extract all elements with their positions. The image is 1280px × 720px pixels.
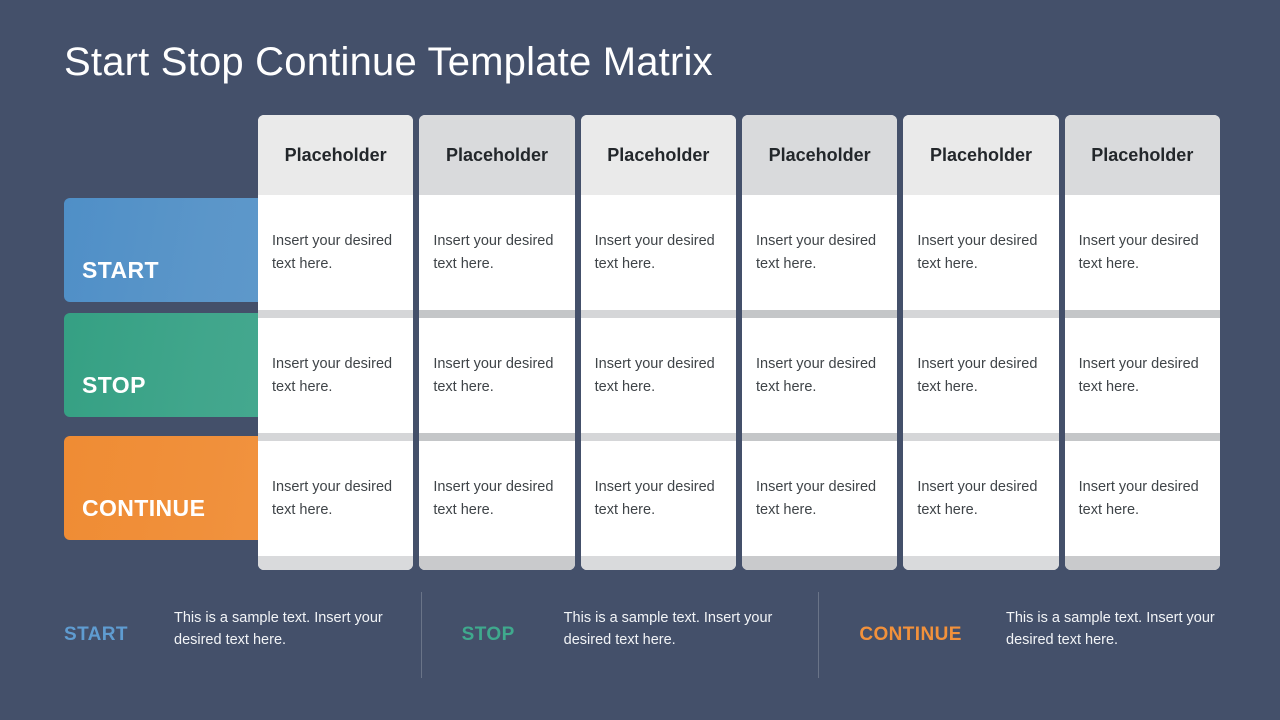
matrix-column: Placeholder Insert your desired text her… — [741, 115, 898, 570]
matrix-column: Placeholder Insert your desired text her… — [903, 115, 1059, 570]
matrix-cell[interactable]: Insert your desired text here. — [1064, 318, 1220, 433]
matrix-cell-text: Insert your desired text here. — [433, 479, 554, 518]
matrix-cell[interactable]: Insert your desired text here. — [1064, 195, 1220, 310]
matrix-cell[interactable]: Insert your desired text here. — [258, 195, 414, 310]
matrix-cell-text: Insert your desired text here. — [433, 233, 554, 272]
matrix-cell[interactable]: Insert your desired text here. — [741, 195, 898, 310]
row-divider — [1064, 310, 1220, 318]
row-divider — [419, 433, 575, 441]
matrix-cell[interactable]: Insert your desired text here. — [1064, 441, 1220, 556]
matrix-cell[interactable]: Insert your desired text here. — [580, 441, 736, 556]
row-divider — [580, 433, 736, 441]
legend-key-start: START — [64, 624, 128, 645]
legend: START This is a sample text. Insert your… — [64, 592, 1216, 678]
matrix-cell-text: Insert your desired text here. — [1078, 233, 1199, 272]
column-cells: Insert your desired text here. Insert yo… — [419, 195, 575, 556]
matrix-cell[interactable]: Insert your desired text here. — [580, 195, 736, 310]
matrix-cell[interactable]: Insert your desired text here. — [419, 441, 575, 556]
legend-description-continue: This is a sample text. Insert your desir… — [1006, 610, 1215, 648]
column-header[interactable]: Placeholder — [258, 115, 414, 195]
matrix-cell-text: Insert your desired text here. — [1078, 479, 1199, 518]
row-band-stop[interactable]: STOP — [64, 313, 296, 417]
matrix: START STOP CONTINUE Placeholder Insert y… — [0, 115, 1280, 570]
row-divider — [903, 310, 1059, 318]
legend-key-continue: CONTINUE — [859, 624, 962, 645]
column-cells: Insert your desired text here. Insert yo… — [903, 195, 1059, 556]
column-cells: Insert your desired text here. Insert yo… — [1064, 195, 1220, 556]
matrix-cell[interactable]: Insert your desired text here. — [580, 318, 736, 433]
matrix-cell-text: Insert your desired text here. — [755, 356, 877, 395]
matrix-cell[interactable]: Insert your desired text here. — [419, 318, 575, 433]
row-divider — [258, 433, 414, 441]
matrix-columns: Placeholder Insert your desired text her… — [258, 115, 1220, 570]
matrix-cell-text: Insert your desired text here. — [917, 479, 1038, 518]
matrix-cell-text: Insert your desired text here. — [917, 233, 1038, 272]
column-header[interactable]: Placeholder — [1064, 115, 1220, 195]
column-foot-strip — [741, 556, 898, 570]
column-header[interactable]: Placeholder — [580, 115, 736, 195]
row-band-continue[interactable]: CONTINUE — [64, 436, 296, 540]
row-divider — [903, 433, 1059, 441]
column-cells: Insert your desired text here. Insert yo… — [741, 195, 898, 556]
column-foot-strip — [580, 556, 736, 570]
legend-description-stop: This is a sample text. Insert your desir… — [563, 610, 773, 648]
matrix-cell-text: Insert your desired text here. — [1078, 356, 1199, 395]
matrix-cell-text: Insert your desired text here. — [594, 356, 715, 395]
column-foot-strip — [419, 556, 575, 570]
matrix-cell-text: Insert your desired text here. — [272, 356, 393, 395]
column-header[interactable]: Placeholder — [419, 115, 575, 195]
column-foot-strip — [1064, 556, 1220, 570]
matrix-column: Placeholder Insert your desired text her… — [1064, 115, 1220, 570]
row-label-continue: CONTINUE — [82, 495, 206, 521]
matrix-cell[interactable]: Insert your desired text here. — [258, 318, 414, 433]
row-divider — [580, 310, 736, 318]
column-cells: Insert your desired text here. Insert yo… — [258, 195, 414, 556]
matrix-cell-text: Insert your desired text here. — [272, 233, 393, 272]
row-divider — [741, 433, 898, 441]
matrix-cell[interactable]: Insert your desired text here. — [741, 318, 898, 433]
matrix-cell[interactable]: Insert your desired text here. — [419, 195, 575, 310]
matrix-cell[interactable]: Insert your desired text here. — [903, 441, 1059, 556]
matrix-cell[interactable]: Insert your desired text here. — [741, 441, 898, 556]
row-divider — [1064, 433, 1220, 441]
row-band-start[interactable]: START — [64, 198, 296, 302]
column-cells: Insert your desired text here. Insert yo… — [580, 195, 736, 556]
legend-item-continue[interactable]: CONTINUE This is a sample text. Insert y… — [818, 592, 1216, 678]
matrix-cell[interactable]: Insert your desired text here. — [903, 195, 1059, 310]
column-header[interactable]: Placeholder — [903, 115, 1059, 195]
legend-item-start[interactable]: START This is a sample text. Insert your… — [64, 592, 421, 678]
matrix-cell-text: Insert your desired text here. — [755, 479, 877, 518]
legend-item-stop[interactable]: STOP This is a sample text. Insert your … — [420, 592, 819, 678]
matrix-cell[interactable]: Insert your desired text here. — [903, 318, 1059, 433]
row-divider — [419, 310, 575, 318]
matrix-cell-text: Insert your desired text here. — [594, 233, 715, 272]
column-foot-strip — [903, 556, 1059, 570]
column-foot-strip — [258, 556, 414, 570]
matrix-cell-text: Insert your desired text here. — [594, 479, 715, 518]
row-label-stop: STOP — [82, 372, 146, 398]
page-title: Start Stop Continue Template Matrix — [64, 40, 713, 84]
row-label-start: START — [82, 257, 159, 283]
row-divider — [258, 310, 414, 318]
matrix-cell-text: Insert your desired text here. — [272, 479, 393, 518]
matrix-cell-text: Insert your desired text here. — [917, 356, 1038, 395]
matrix-column: Placeholder Insert your desired text her… — [580, 115, 736, 570]
matrix-column: Placeholder Insert your desired text her… — [258, 115, 414, 570]
legend-description-start: This is a sample text. Insert your desir… — [174, 610, 383, 648]
column-header[interactable]: Placeholder — [741, 115, 898, 195]
matrix-cell-text: Insert your desired text here. — [755, 233, 877, 272]
legend-key-stop: STOP — [461, 624, 515, 645]
row-divider — [741, 310, 898, 318]
matrix-cell[interactable]: Insert your desired text here. — [258, 441, 414, 556]
matrix-column: Placeholder Insert your desired text her… — [419, 115, 575, 570]
matrix-cell-text: Insert your desired text here. — [433, 356, 554, 395]
